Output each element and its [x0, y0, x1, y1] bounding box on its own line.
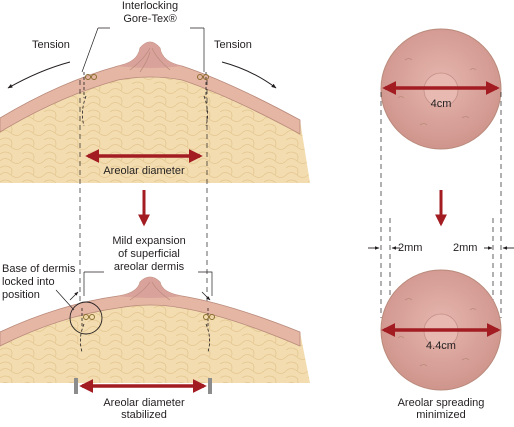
- measure-top-label: 4cm: [430, 98, 452, 110]
- spreading-line-2: minimized: [416, 409, 466, 421]
- gap-right-label: 2mm: [453, 242, 478, 254]
- interlocking-label: Interlocking: [121, 0, 179, 12]
- base-dermis-line-2: locked into: [2, 276, 55, 288]
- mild-expansion-line-3: areolar dermis: [113, 261, 185, 273]
- stabilized-line-1: Areolar diameter: [103, 397, 185, 409]
- bottom-breast-illustration: [0, 276, 310, 383]
- left-dashed-guides: [79, 80, 208, 380]
- top-nipple: [118, 42, 182, 68]
- spreading-line-1: Areolar spreading: [397, 397, 485, 409]
- tension-arrow-left: [7, 61, 71, 89]
- stabilized-bar-left: [74, 378, 78, 394]
- top-breast-tissue: [0, 42, 310, 183]
- bottom-nipple: [118, 277, 182, 298]
- mild-expansion-line-1: Mild expansion: [112, 235, 186, 247]
- stabilized-bar-right: [208, 378, 212, 394]
- base-dermis-leader: [55, 289, 75, 311]
- areolar-diameter-label: Areolar diameter: [103, 165, 185, 177]
- tension-left-label: Tension: [32, 39, 70, 51]
- gap-left-label: 2mm: [398, 242, 423, 254]
- tension-right-label: Tension: [214, 39, 252, 51]
- mild-expansion-line-2: of superficial: [118, 248, 180, 260]
- top-breast-illustration: [0, 41, 310, 183]
- stabilized-line-2: stabilized: [121, 409, 167, 421]
- tension-arrow-right: [221, 61, 277, 89]
- gore-tex-leaders: [81, 27, 205, 73]
- right-outer-guides: [380, 92, 502, 318]
- measure-bottom-label: 4.4cm: [426, 340, 456, 352]
- gore-tex-label: Gore-Tex®: [123, 13, 177, 25]
- base-dermis-line-3: position: [2, 289, 40, 301]
- bottom-breast-tissue: [0, 277, 310, 383]
- base-dermis-highlight-circle: [69, 301, 103, 335]
- base-dermis-line-1: Base of dermis: [2, 263, 76, 275]
- mild-expansion-leaders: [83, 271, 213, 296]
